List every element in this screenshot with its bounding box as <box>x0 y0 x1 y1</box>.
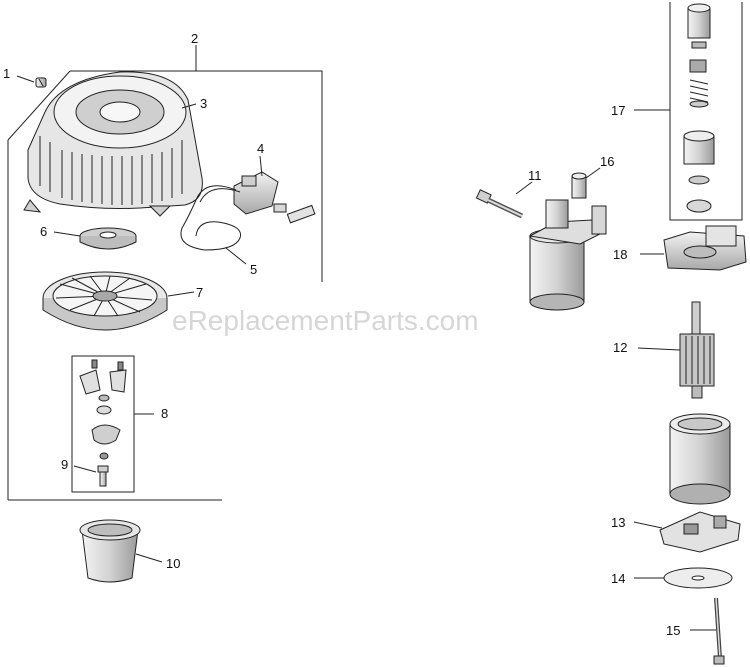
part-motor-housing <box>669 413 731 505</box>
kit-8-bracket <box>71 355 135 493</box>
callout-18: 18 <box>613 247 627 262</box>
leader-7 <box>167 291 195 297</box>
callout-2: 2 <box>191 31 198 46</box>
leader-10 <box>135 553 163 563</box>
callout-12: 12 <box>613 340 627 355</box>
part-5-wire-harness <box>180 185 242 251</box>
callout-15: 15 <box>666 623 680 638</box>
part-15-long-screw <box>713 597 725 665</box>
part-8-pawl-kit <box>79 359 127 460</box>
callout-13: 13 <box>611 515 625 530</box>
part-4-switch <box>233 171 316 224</box>
part-16-starter-motor <box>528 172 607 311</box>
leader-4 <box>259 155 263 177</box>
part-3-starter-housing <box>23 71 203 217</box>
part-13-brush-plate <box>659 511 741 553</box>
part-6-spacer <box>79 227 137 250</box>
leader-9 <box>73 465 97 473</box>
callout-10: 10 <box>166 556 180 571</box>
part-14-washer <box>663 567 733 589</box>
leader-1 <box>16 75 35 83</box>
callout-4: 4 <box>257 141 264 156</box>
part-18-end-cap <box>663 225 747 271</box>
part-1-screw <box>35 77 47 88</box>
part-12-armature <box>679 301 715 399</box>
callout-5: 5 <box>250 262 257 277</box>
part-10-cup <box>79 519 141 583</box>
leader-6 <box>53 231 81 237</box>
assembly-2-bracket-diagonal <box>7 70 71 141</box>
callout-11: 11 <box>528 168 542 183</box>
leader-16 <box>585 167 601 179</box>
watermark-text: eReplacementParts.com <box>172 305 479 336</box>
callout-9: 9 <box>61 457 68 472</box>
callout-3: 3 <box>200 96 207 111</box>
leader-12 <box>637 347 681 351</box>
callout-6: 6 <box>40 224 47 239</box>
callout-16: 16 <box>600 154 614 169</box>
leader-5 <box>225 247 247 265</box>
part-17-drive-kit <box>683 3 715 213</box>
part-7-pulley <box>42 271 168 331</box>
leader-13 <box>633 521 663 529</box>
part-11-through-bolt <box>475 189 524 219</box>
callout-8: 8 <box>161 406 168 421</box>
leader-11 <box>515 181 533 195</box>
callout-14: 14 <box>611 571 625 586</box>
callout-7: 7 <box>196 285 203 300</box>
part-9-bolt <box>97 465 109 487</box>
assembly-2-bracket-top <box>70 70 323 282</box>
callout-1: 1 <box>3 66 10 81</box>
leader-3 <box>181 103 197 109</box>
callout-17: 17 <box>611 103 625 118</box>
kit-17-bracket <box>669 2 743 221</box>
